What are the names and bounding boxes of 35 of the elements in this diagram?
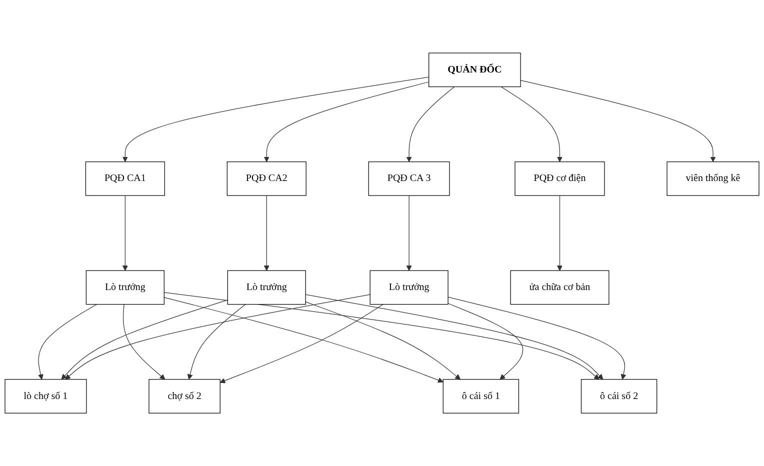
node-box: PQĐ CA 3 [368, 161, 450, 196]
node-box: lò chợ số 1 [4, 379, 87, 414]
arrow [448, 303, 524, 380]
arrow [520, 80, 716, 162]
node-box: ô cái số 2 [580, 379, 658, 414]
node-box: Lò trưởng [86, 270, 164, 305]
node-box: ô cái số 1 [442, 379, 520, 414]
arrow [557, 195, 562, 271]
arrow [264, 195, 270, 271]
arrow [406, 86, 455, 162]
node-box: PQĐ CA2 [226, 161, 306, 196]
node-box: chợ số 2 [148, 379, 220, 414]
node-box: PQĐ CA1 [85, 161, 165, 196]
arrow [500, 86, 562, 162]
arrow [406, 195, 412, 271]
arrow [305, 301, 461, 380]
node-box: QUẢN ĐỐC [428, 52, 521, 87]
arrow [61, 300, 228, 380]
arrow [448, 296, 626, 380]
node-box: ửa chữa cơ bản [510, 270, 610, 305]
node-box: Lò trưởng [370, 270, 448, 305]
arrow [187, 304, 246, 380]
arrow [164, 297, 444, 383]
arrow [264, 81, 430, 162]
arrow [220, 304, 384, 384]
arrow [38, 304, 97, 380]
node-box: viên thống kê [666, 161, 760, 196]
arrow [122, 304, 166, 380]
arrow [122, 195, 128, 271]
arrow [164, 292, 600, 380]
arrow [122, 76, 430, 162]
arrow [305, 294, 604, 380]
arrow [65, 294, 370, 380]
node-box: Lò trưởng [227, 270, 306, 305]
node-box: PQĐ cơ điện [514, 161, 605, 196]
